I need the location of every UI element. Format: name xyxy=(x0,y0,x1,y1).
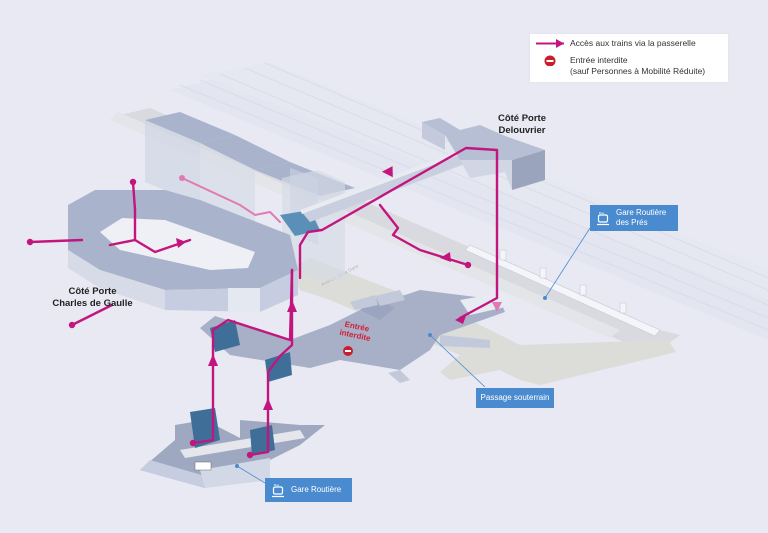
legend-label: Accès aux trains via la passerelle xyxy=(570,38,696,48)
svg-text:Bus: Bus xyxy=(599,211,605,215)
bus-icon: Bus xyxy=(265,482,291,498)
magenta-arrow-line-icon xyxy=(530,38,570,49)
footbridge xyxy=(300,150,470,222)
street xyxy=(290,258,676,385)
platform-shelters xyxy=(464,244,661,337)
legend-item-no-entry: Entrée interdite (sauf Personnes à Mobil… xyxy=(530,55,728,77)
legend: Accès aux trains via la passerelle Entré… xyxy=(530,34,728,82)
no-entry-icon xyxy=(530,55,570,67)
callout-label: Passage souterrain xyxy=(480,393,550,402)
legend-item-route: Accès aux trains via la passerelle xyxy=(530,38,728,49)
label-delouvrier: Côté Porte Delouvrier xyxy=(497,113,547,136)
bus-icon: Bus xyxy=(590,210,616,226)
svg-text:Bus: Bus xyxy=(274,483,280,487)
callout-gare-routiere-des-pres: Bus Gare Routière des Prés xyxy=(590,205,678,231)
delouvrier-building xyxy=(422,118,545,190)
callout-leaders xyxy=(234,227,591,484)
rail-tracks xyxy=(170,62,768,340)
train-access-routes xyxy=(28,146,499,457)
route-arrowheads xyxy=(176,166,467,410)
lower-bus-station xyxy=(140,408,325,488)
legend-label: Entrée interdite xyxy=(570,55,628,65)
route-endpoints xyxy=(26,175,472,459)
callout-passage-souterrain: Passage souterrain xyxy=(476,388,554,408)
callout-sublabel: des Prés xyxy=(616,218,648,227)
no-entry-icon xyxy=(343,346,353,356)
callout-label: Gare Routière xyxy=(291,485,342,494)
label-charles-de-gaulle: Côté Porte Charles de Gaulle xyxy=(52,286,133,309)
legend-sublabel: (sauf Personnes à Mobilité Réduite) xyxy=(570,66,706,76)
callout-label: Gare Routière xyxy=(616,208,667,217)
faded-route xyxy=(181,177,281,223)
callout-gare-routiere: Bus Gare Routière xyxy=(265,478,352,502)
faded-arrowhead xyxy=(492,302,502,312)
